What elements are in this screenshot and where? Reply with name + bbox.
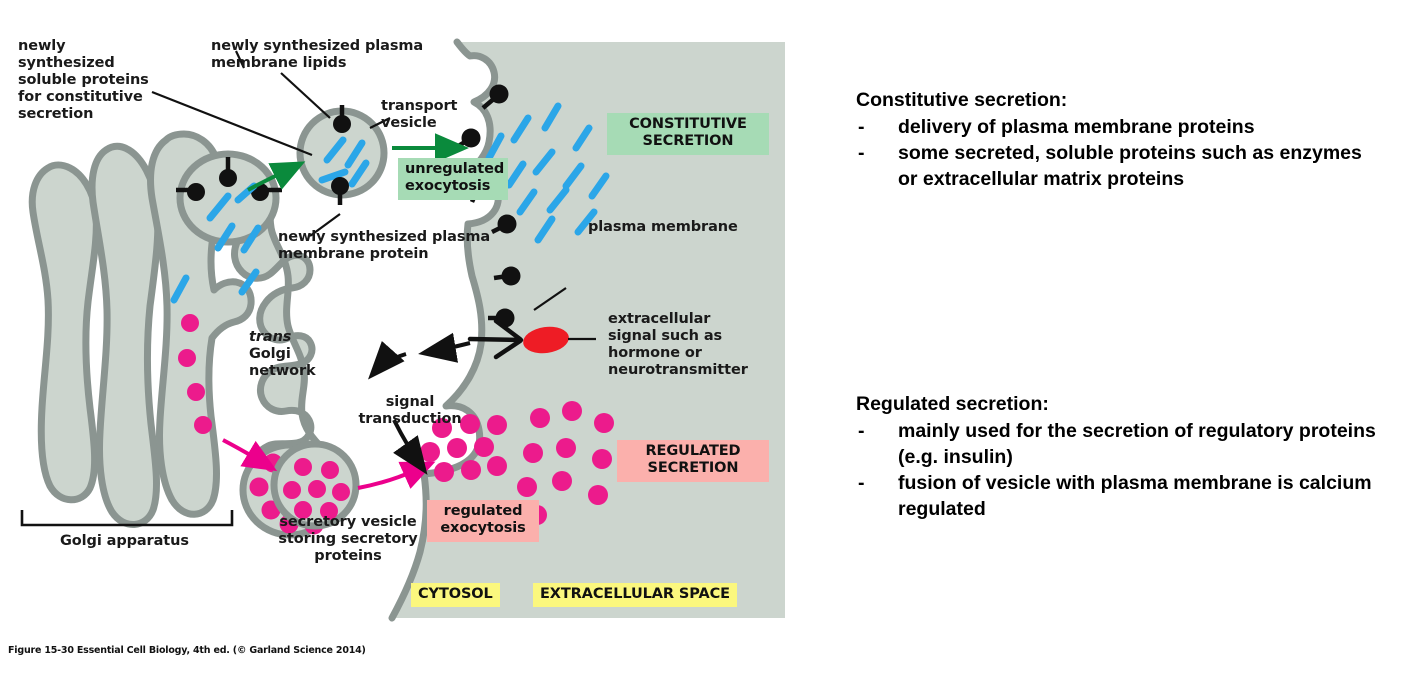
bullet-text: some secreted, soluble proteins such as … — [898, 141, 1362, 190]
notes-constitutive-list: - delivery of plasma membrane proteins - s… — [856, 115, 1376, 193]
arrow-golgi-to-secretory-vesicle — [222, 438, 278, 472]
label-plasma-membrane: plasma membrane — [588, 219, 738, 235]
signal-molecule-icon — [523, 326, 569, 354]
tag-cytosol: CYTOSOL — [411, 583, 500, 608]
label-transport-vesicle: transport vesicle — [381, 98, 458, 131]
tag-extracellular-space: EXTRACELLULAR SPACE — [533, 583, 737, 608]
label-extracellular-signal: extracellular signal such as hormone or … — [608, 311, 748, 378]
label-trans-italic: trans — [249, 329, 292, 345]
notes-regulated-heading: Regulated secretion: — [856, 393, 1049, 415]
arrow-signal-inward-2 — [368, 340, 407, 380]
bullet-dash: - — [858, 115, 865, 138]
label-golgi-apparatus: Golgi apparatus — [60, 533, 189, 549]
notes-constitutive: Constitutive secretion: - delivery of pla… — [856, 88, 1376, 193]
secretory-vesicle — [270, 440, 360, 530]
membrane-lipid-dashes-golgi — [170, 182, 262, 304]
arrow-regulated-exocytosis — [357, 461, 436, 490]
released-membrane-lipids — [485, 102, 610, 244]
label-membrane-protein: newly synthesized plasma membrane protei… — [278, 229, 491, 262]
notes-regulated-bullet-1: - mainly used for the secretion of regula… — [856, 419, 1384, 471]
tag-regulated-secretion: REGULATED SECRETION — [617, 440, 769, 482]
arrow-signal-inward-1 — [418, 332, 471, 363]
transport-vesicle — [296, 105, 388, 205]
label-membrane-lipids: newly synthesized plasma membrane lipids — [211, 38, 424, 71]
tag-regulated-exocytosis: regulated exocytosis — [427, 500, 539, 542]
bullet-text: mainly used for the secretion of regulat… — [898, 419, 1376, 468]
golgi-cisternae — [28, 130, 255, 528]
notes-constitutive-bullet-2: - some secreted, soluble proteins such as… — [856, 141, 1376, 193]
golgi-apparatus-bracket — [20, 510, 234, 527]
bullet-dash: - — [858, 141, 865, 164]
leader-lines — [151, 50, 567, 311]
label-golgi-network-rest: Golgi network — [249, 345, 316, 379]
notes-constitutive-heading: Constitutive secretion: — [856, 89, 1068, 111]
bullet-text: delivery of plasma membrane proteins — [898, 115, 1255, 138]
label-signal-transduction: signal transduction — [358, 394, 462, 427]
label-secretory-vesicle: secretory vesicle storing secretory prot… — [278, 514, 418, 564]
arrow-signal-transduction-to-vesicle — [392, 419, 428, 475]
bullet-dash: - — [858, 419, 865, 442]
tag-unregulated-exocytosis: unregulated exocytosis — [398, 158, 508, 200]
notes-constitutive-bullet-1: - delivery of plasma membrane proteins — [856, 115, 1376, 141]
notes-regulated-list: - mainly used for the secretion of regula… — [856, 419, 1384, 523]
regulated-fusion-site-proteins — [420, 401, 614, 525]
notes-regulated-bullet-2: - fusion of vesicle with plasma membrane … — [856, 471, 1384, 523]
extracellular-signal-receptor — [467, 318, 596, 360]
label-soluble-proteins: newly synthesized soluble proteins for c… — [18, 38, 149, 122]
bullet-dash: - — [858, 471, 865, 494]
bullet-text: fusion of vesicle with plasma membrane i… — [898, 471, 1372, 520]
tag-constitutive-secretion: CONSTITUTIVE SECRETION — [607, 113, 769, 155]
notes-regulated: Regulated secretion: - mainly used for th… — [856, 392, 1384, 523]
arrow-golgi-to-transport-vesicle — [247, 161, 306, 192]
figure-caption: Figure 15-30 Essential Cell Biology, 4th… — [8, 645, 366, 656]
